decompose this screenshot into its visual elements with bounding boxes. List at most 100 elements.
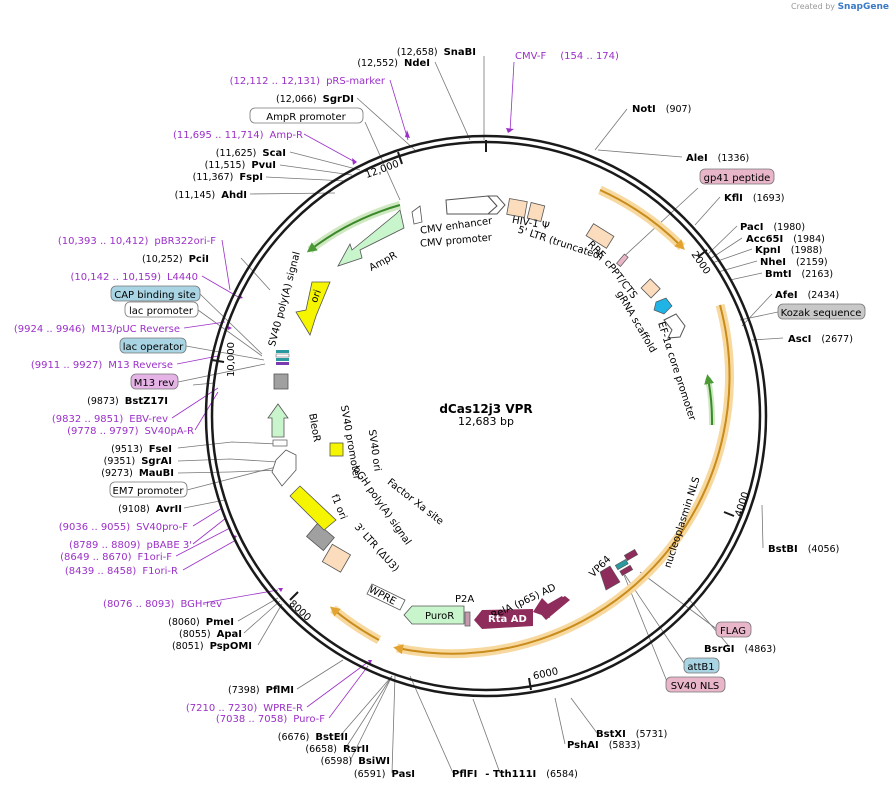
sv40pa-box <box>273 373 289 390</box>
green-arcs <box>306 201 716 426</box>
attb1-box <box>614 558 629 571</box>
snapgene-credit: Created by SnapGene <box>791 2 889 12</box>
enzyme-fsei: (9513)FseI <box>111 444 172 455</box>
enzyme-pflmi: (7398)PflMI <box>228 685 294 696</box>
right-enzymes: NotI(907) AleI(1336) KflI(1693) PacI(198… <box>452 104 853 780</box>
enzyme-noti: NotI(907) <box>632 104 691 115</box>
primer-labels: (12,112 .. 12,131)pRS-marker (11,695 .. … <box>14 51 619 725</box>
enzyme-bsiwi: (6598)BsiWI <box>321 756 390 767</box>
label-np-nls: nucleoplasmin NLS <box>663 476 703 570</box>
primer-sv40pa-r: (9778 .. 9797)SV40pA-R <box>67 426 194 437</box>
label-rta: Rta AD <box>488 614 527 625</box>
enzyme-bstxi: BstXI(5731) <box>596 729 667 740</box>
primer-prs-marker: (12,112 .. 12,131)pRS-marker <box>230 76 386 87</box>
credit-prefix: Created by <box>791 2 836 11</box>
ampr-promoter-box <box>411 205 423 225</box>
ori-arrow <box>295 281 331 336</box>
primer-pbr322ori-f: (10,393 .. 10,412)pBR322ori-F <box>58 236 216 247</box>
p2a-box <box>464 611 471 627</box>
grna-box <box>640 278 661 299</box>
enzyme-pvui: (11,515)PvuI <box>205 160 276 171</box>
snapgene-logo: SnapGene <box>837 2 889 12</box>
primer-m13-reverse: (9911 .. 9927)M13 Reverse <box>31 360 173 371</box>
enzyme-bsrgi: BsrGI(4863) <box>704 644 776 655</box>
enzyme-ahdi: (11,145)AhdI <box>175 190 247 201</box>
cmv-promoter-arrow <box>486 195 506 215</box>
enzyme-avrii: (9108)AvrII <box>118 504 182 515</box>
primer-f1ori-f: (8649 .. 8670)F1ori-F <box>60 552 172 563</box>
box-lac-promoter: lac promoter <box>129 306 194 317</box>
sv40-ori-box <box>329 442 344 457</box>
label-ampr: AmpR <box>368 250 400 274</box>
cmv-enhancer-arrow <box>445 195 498 215</box>
rre-box <box>585 223 615 249</box>
label-wpre: WPRE <box>367 584 398 607</box>
primer-bgh-rev: (8076 .. 8093)BGH-rev <box>103 599 222 610</box>
enzyme-apai: (8055)ApaI <box>179 629 242 640</box>
orange-arcs <box>329 185 734 659</box>
primer-wpre-r: (7210 .. 7230)WPRE-R <box>186 703 303 714</box>
enzyme-bmti: BmtI(2163) <box>765 269 833 280</box>
wpre-box <box>366 583 406 611</box>
enzyme-pcii: (10,252)PciI <box>142 254 209 265</box>
rela-head <box>533 596 566 618</box>
label-puror: PuroR <box>425 611 454 622</box>
lac-promoter-mark <box>275 353 290 358</box>
box-em7-promoter: EM7 promoter <box>113 486 185 497</box>
enzyme-rsrii: (6658)RsrII <box>305 744 369 755</box>
box-kozak-sequence: Kozak sequence <box>781 308 862 319</box>
m13rev-mark <box>276 362 289 365</box>
enzyme-asci: AscI(2677) <box>788 334 853 345</box>
enzyme-kfli: KflI(1693) <box>724 193 784 204</box>
sv40nls-box <box>619 564 634 577</box>
bgh-box <box>305 522 335 552</box>
np-nls-box <box>623 548 639 562</box>
box-cap-binding-site: CAP binding site <box>114 290 196 301</box>
label-p2a: P2A <box>455 594 474 605</box>
hiv-psi-box <box>506 198 528 218</box>
enzyme-pasi: (6591)PasI <box>354 769 415 780</box>
primer-cmv-f: CMV-F(154 .. 174) <box>515 51 619 62</box>
enzyme-pshai: PshAI(5833) <box>567 740 640 751</box>
kozak-marker <box>653 297 673 315</box>
boxed-labels: AmpR promoter CAP binding site lac promo… <box>109 107 866 693</box>
ampr-arrow <box>337 209 405 267</box>
puror-arrow <box>403 605 465 625</box>
primer-sv40pro-f: (9036 .. 9055)SV40pro-F <box>59 522 188 533</box>
primer-l4440: (10,142 .. 10,159)L4440 <box>70 272 198 283</box>
lac-operator-mark <box>276 358 289 361</box>
enzyme-bsteii: (6676)BstEII <box>278 732 348 743</box>
enzyme-pflfi-tth111i: PflFI- Tth111I(6584) <box>452 769 578 780</box>
box-attb1: attB1 <box>687 662 714 673</box>
label-grna: gRNA scaffold <box>614 289 658 355</box>
enzyme-bstz17i: (9873)BstZ17I <box>87 396 168 407</box>
enzyme-maubi: (9273)MauBI <box>101 468 174 479</box>
primer-m13-puc-reverse: (9924 .. 9946)M13/pUC Reverse <box>14 324 180 335</box>
box-lac-operator: lac operator <box>123 342 184 353</box>
backbone-outer <box>204 134 768 698</box>
enzyme-kpni: KpnI(1988) <box>755 245 822 256</box>
ltr3-box <box>321 543 352 573</box>
enzyme-nhei: NheI(2159) <box>760 257 828 268</box>
label-bleor: BleoR <box>306 413 322 443</box>
enzyme-pspomi: (8051)PspOMI <box>172 641 252 652</box>
box-flag: FLAG <box>720 626 746 637</box>
box-m13-rev: M13 rev <box>134 378 175 389</box>
tick-marks <box>211 140 735 691</box>
cppt-box <box>616 253 629 268</box>
box-gp41-peptide: gp41 peptide <box>704 173 771 184</box>
enzyme-fspi: (11,367)FspI <box>193 172 263 183</box>
sv40-promoter-arrow <box>271 449 297 487</box>
left-enzymes: (12,658)SnaBI (12,552)NdeI (12,066)SgrDI… <box>87 47 476 780</box>
enzyme-acc65i: Acc65I(1984) <box>746 234 825 245</box>
inner-features <box>267 195 686 629</box>
enzyme-paci: PacI(1980) <box>740 222 805 233</box>
tick-8000: 8000 <box>286 598 312 623</box>
enzyme-afei: AfeI(2434) <box>775 290 839 301</box>
leader-lines <box>177 56 784 774</box>
primer-ebv-rev: (9832 .. 9851)EBV-rev <box>52 414 168 425</box>
ef1a-arrow <box>663 313 686 339</box>
enzyme-sgrai: (9351)SgrAI <box>104 456 172 467</box>
label-sv40ori: SV40 ori <box>366 429 383 472</box>
